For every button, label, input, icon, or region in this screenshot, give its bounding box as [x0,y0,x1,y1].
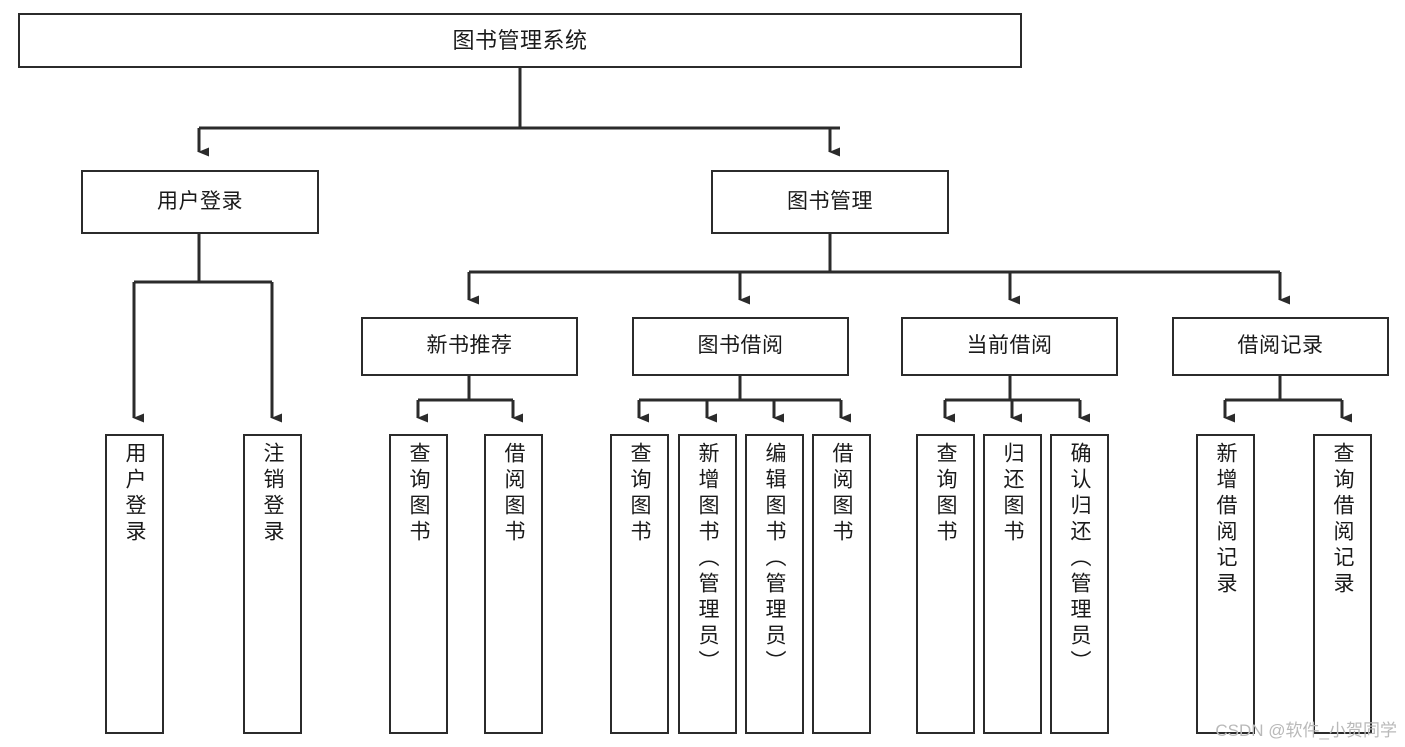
node-leaf-current-confirm-return-admin[interactable]: 确认归还（管理员） [1050,434,1109,734]
node-leaf-record-query-borrow-record[interactable]: 查询借阅记录 [1313,434,1372,734]
node-label: 查询借阅记录 [1331,442,1354,598]
node-label: 借阅记录 [1237,334,1324,358]
node-label: 注销登录 [261,442,284,546]
node-leaf-current-query-book[interactable]: 查询图书 [916,434,975,734]
node-leaf-borrow-borrow-book[interactable]: 借阅图书 [812,434,871,734]
node-book-management[interactable]: 图书管理 [711,170,949,234]
node-leaf-borrow-query-book[interactable]: 查询图书 [610,434,669,734]
node-label: 用户登录 [123,442,146,546]
node-label: 当前借阅 [966,334,1053,358]
node-leaf-user-login[interactable]: 用户登录 [105,434,164,734]
node-label: 借阅图书 [830,442,853,546]
node-root-book-management-system[interactable]: 图书管理系统 [18,13,1022,68]
watermark: CSDN @软件_小贺同学 [1215,721,1397,740]
node-label: 新增图书（管理员） [696,442,719,676]
node-borrow-record[interactable]: 借阅记录 [1172,317,1389,376]
node-label: 用户登录 [157,189,243,213]
node-leaf-borrow-edit-book-admin[interactable]: 编辑图书（管理员） [745,434,804,734]
node-leaf-logout[interactable]: 注销登录 [243,434,302,734]
node-label: 图书管理系统 [452,27,588,53]
node-leaf-recommend-query-book[interactable]: 查询图书 [389,434,448,734]
node-label: 查询图书 [407,442,430,546]
node-leaf-recommend-borrow-book[interactable]: 借阅图书 [484,434,543,734]
node-label: 编辑图书（管理员） [763,442,786,676]
node-current-borrow[interactable]: 当前借阅 [901,317,1118,376]
node-leaf-record-add-borrow-record[interactable]: 新增借阅记录 [1196,434,1255,734]
node-user-login[interactable]: 用户登录 [81,170,319,234]
node-label: 查询图书 [628,442,651,546]
node-label: 新书推荐 [426,334,513,358]
node-label: 借阅图书 [502,442,525,546]
node-label: 新增借阅记录 [1214,442,1237,598]
node-label: 查询图书 [934,442,957,546]
node-book-borrow[interactable]: 图书借阅 [632,317,849,376]
node-label: 图书借阅 [697,334,784,358]
node-label: 图书管理 [787,189,873,213]
node-new-book-recommend[interactable]: 新书推荐 [361,317,578,376]
node-label: 归还图书 [1001,442,1024,546]
node-label: 确认归还（管理员） [1068,442,1091,676]
node-leaf-borrow-add-book-admin[interactable]: 新增图书（管理员） [678,434,737,734]
node-leaf-current-return-book[interactable]: 归还图书 [983,434,1042,734]
